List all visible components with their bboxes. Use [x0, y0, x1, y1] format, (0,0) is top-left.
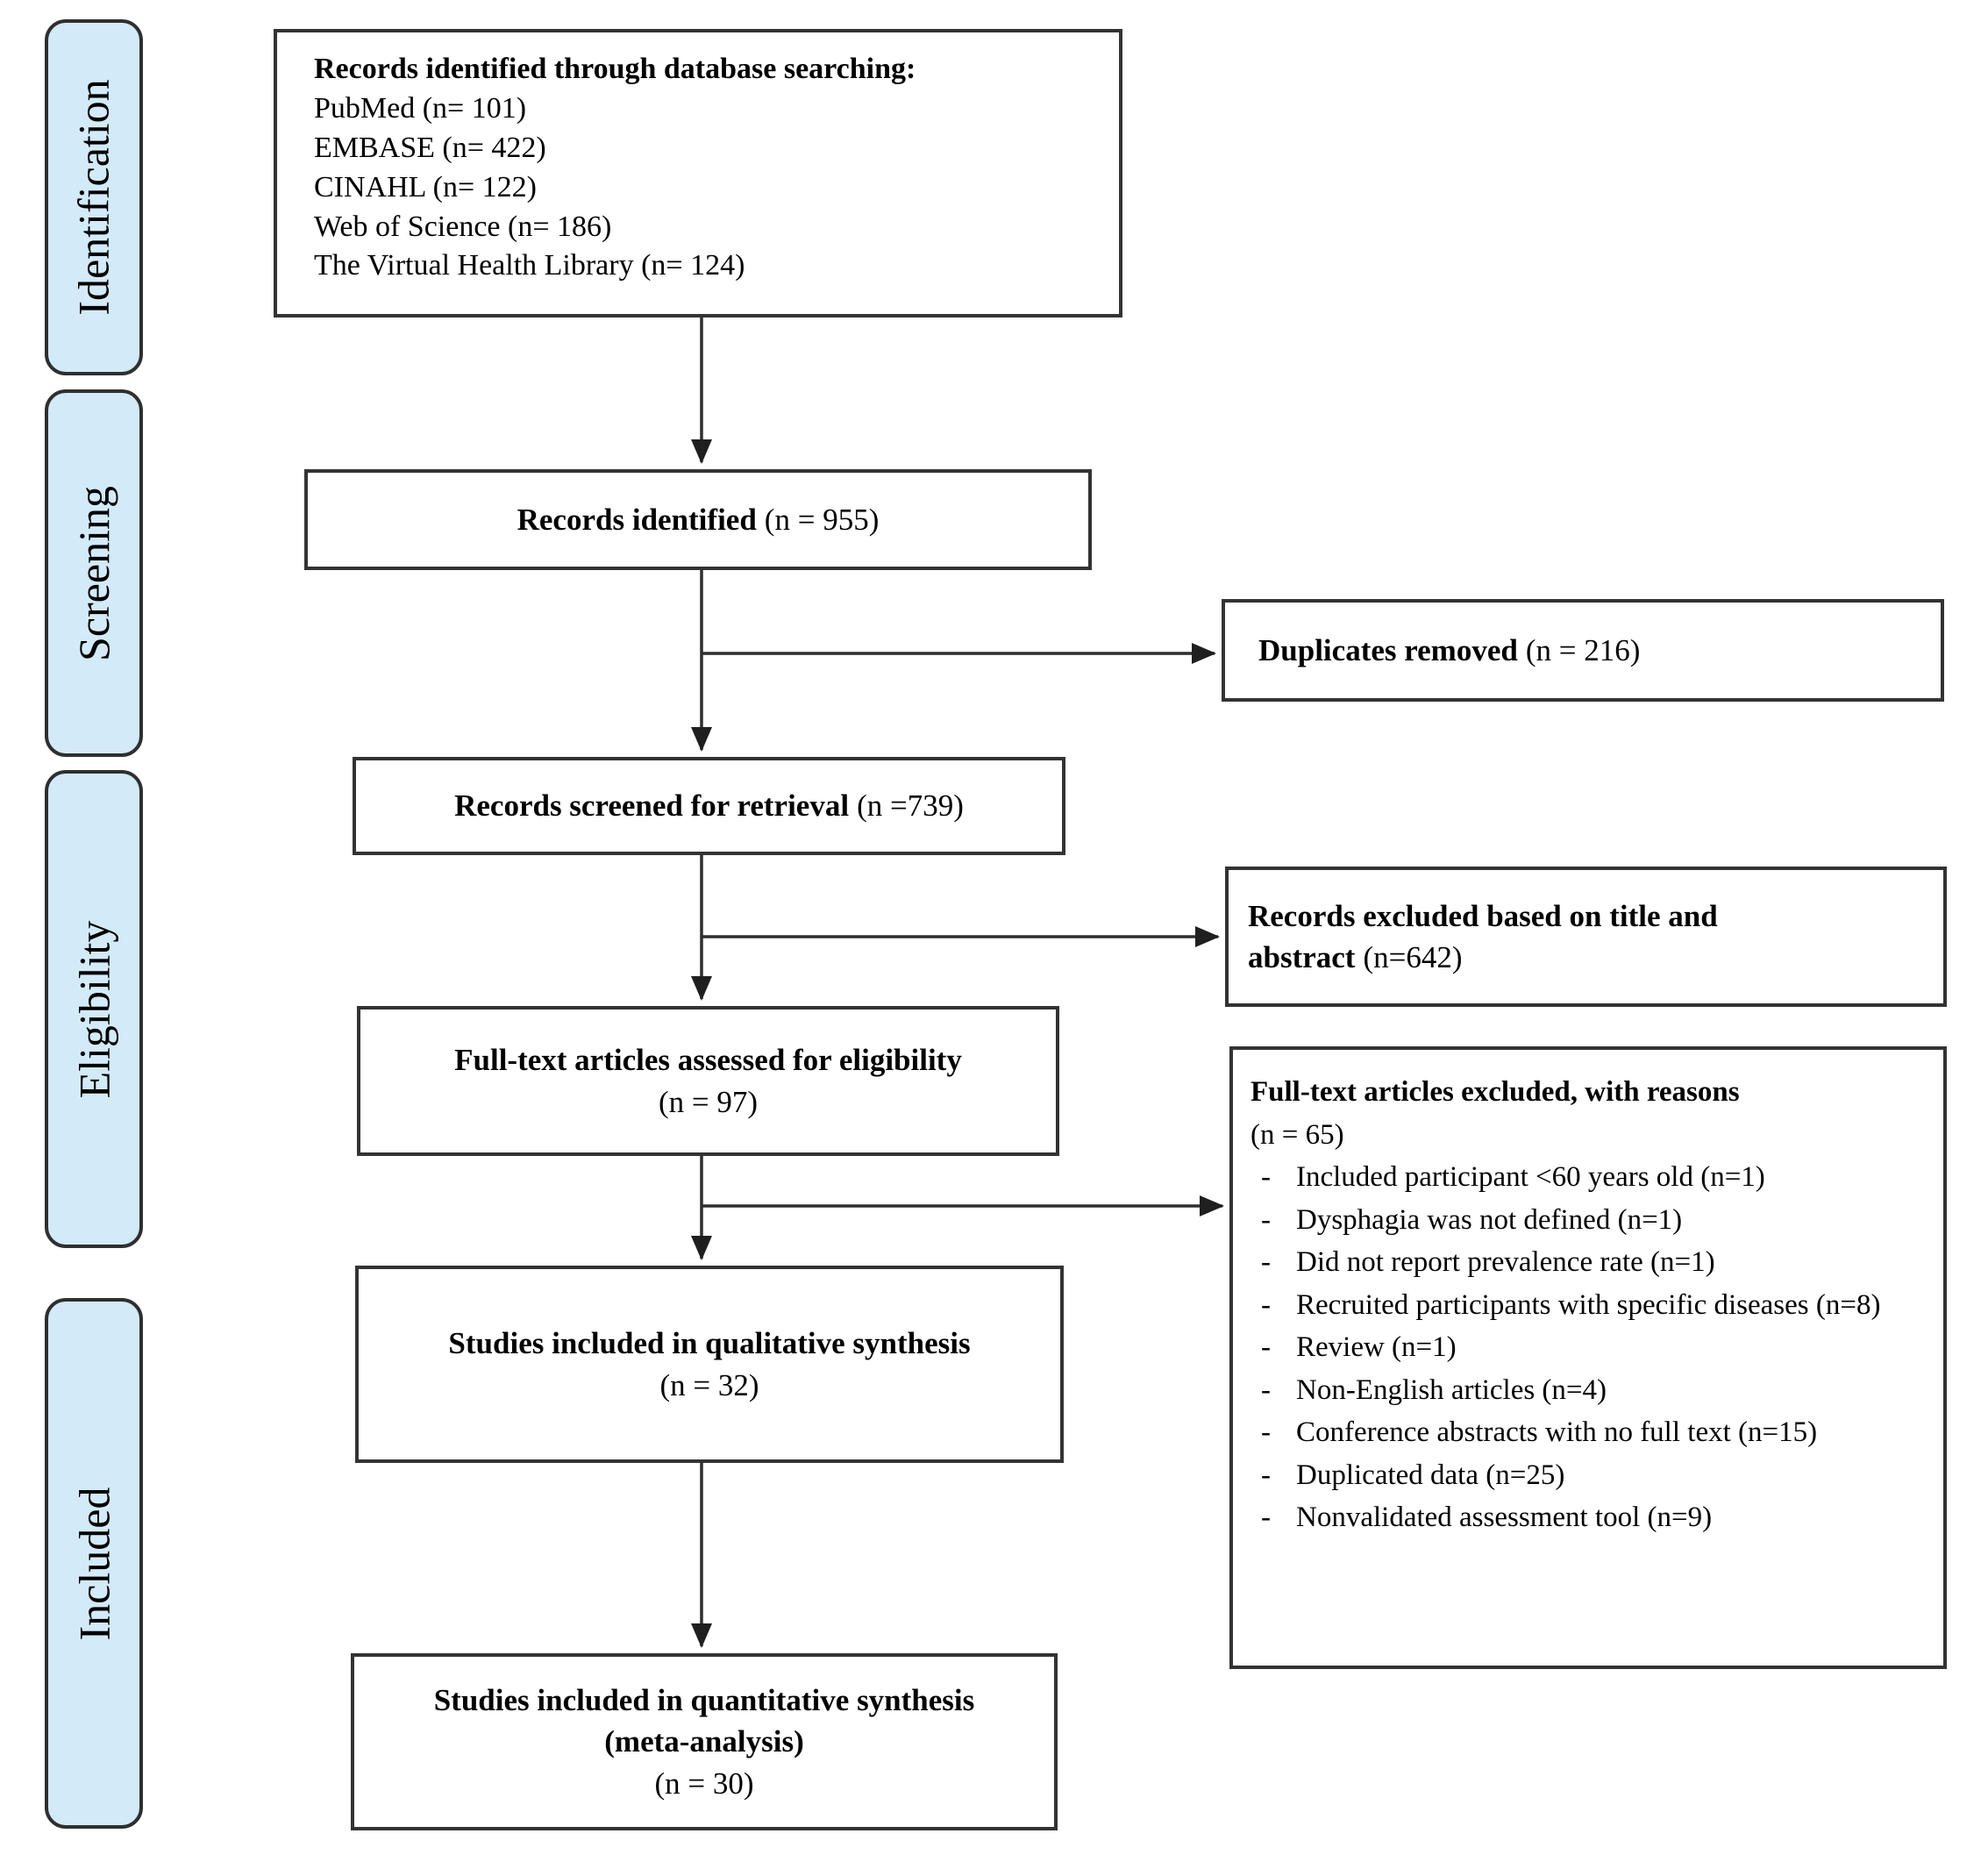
reason-text: Nonvalidated assessment tool (n=9): [1296, 1502, 1713, 1533]
stage-label: Screening: [69, 485, 118, 661]
box-label: Studies included in qualitative synthesi…: [448, 1326, 971, 1361]
box-label: Records screened for retrieval: [454, 788, 850, 824]
box-duplicates-removed: Duplicates removed(n = 216): [1222, 599, 1944, 702]
reason-text: Did not report prevalence rate (n=1): [1296, 1246, 1715, 1278]
box-qualitative-synthesis: Studies included in qualitative synthesi…: [355, 1266, 1064, 1463]
list-dash: -: [1261, 1459, 1271, 1491]
list-dash: -: [1261, 1246, 1271, 1278]
db-line: Web of Science (n= 186): [314, 210, 612, 243]
box-label: Duplicates removed: [1258, 632, 1518, 667]
db-line: EMBASE (n= 422): [314, 131, 546, 164]
db-line: The Virtual Health Library (n= 124): [314, 249, 745, 282]
box-count: (n = 97): [658, 1084, 759, 1119]
box-label: Records identified: [517, 502, 757, 537]
box-quantitative-synthesis: Studies included in quantitative synthes…: [351, 1653, 1058, 1830]
box-count: (n =739): [857, 788, 964, 824]
reason-text: Duplicated data (n=25): [1296, 1459, 1565, 1491]
stage-included: Included: [45, 1298, 143, 1829]
stage-label: Eligibility: [69, 920, 119, 1098]
reason-text: Recruited participants with specific dis…: [1296, 1288, 1881, 1321]
box-label: Records excluded based on title and abst…: [1248, 898, 1718, 974]
box-label: Full-text articles assessed for eligibil…: [454, 1043, 962, 1078]
box-count: (n = 32): [659, 1367, 759, 1402]
box-records-identified: Records identified(n = 955): [304, 469, 1092, 570]
list-dash: -: [1261, 1288, 1271, 1321]
box-fulltext-assessed: Full-text articles assessed for eligibil…: [357, 1006, 1059, 1156]
exclusion-reason: - Nonvalidated assessment tool (n=9): [1251, 1496, 1927, 1539]
list-dash: -: [1261, 1331, 1271, 1363]
db-line: CINAHL (n= 122): [314, 170, 537, 203]
box-label: Full-text articles excluded, with reason…: [1251, 1076, 1740, 1108]
exclusion-reason: - Did not report prevalence rate (n=1): [1251, 1241, 1927, 1284]
exclusion-reason: - Recruited participants with specific d…: [1251, 1284, 1927, 1327]
db-line: PubMed (n= 101): [314, 91, 527, 125]
exclusion-reason: - Included participant <60 years old (n=…: [1251, 1156, 1927, 1199]
list-dash: -: [1261, 1161, 1271, 1193]
list-dash: -: [1261, 1416, 1271, 1448]
list-dash: -: [1261, 1373, 1271, 1406]
box-count: (n = 216): [1525, 632, 1641, 667]
list-dash: -: [1261, 1502, 1271, 1533]
box-records-screened: Records screened for retrieval(n =739): [353, 757, 1065, 855]
stage-label: Included: [69, 1487, 118, 1640]
box-database-searching: Records identified through database sear…: [274, 29, 1122, 317]
reason-text: Non-English articles (n=4): [1296, 1373, 1607, 1406]
box-count: (n = 65): [1251, 1118, 1344, 1151]
exclusion-reason: - Non-English articles (n=4): [1251, 1369, 1927, 1412]
exclusion-reason: - Conference abstracts with no full text…: [1251, 1411, 1927, 1454]
stage-identification: Identification: [45, 19, 143, 375]
reason-text: Conference abstracts with no full text (…: [1296, 1416, 1818, 1448]
exclusion-reason: - Review (n=1): [1251, 1326, 1927, 1369]
box-count: (n = 955): [764, 502, 880, 537]
list-dash: -: [1261, 1203, 1271, 1236]
box-label: Studies included in quantitative synthes…: [433, 1683, 975, 1759]
stage-screening: Screening: [45, 389, 143, 757]
exclusion-reason: - Duplicated data (n=25): [1251, 1454, 1927, 1497]
exclusion-reason: - Dysphagia was not defined (n=1): [1251, 1199, 1927, 1242]
reason-text: Included participant <60 years old (n=1): [1296, 1161, 1765, 1193]
box-records-excluded: Records excluded based on title and abst…: [1225, 867, 1947, 1007]
reason-text: Dysphagia was not defined (n=1): [1296, 1203, 1683, 1236]
stage-eligibility: Eligibility: [45, 770, 143, 1248]
reason-text: Review (n=1): [1296, 1331, 1457, 1363]
box-fulltext-excluded: Full-text articles excluded, with reason…: [1229, 1046, 1947, 1669]
stage-label: Identification: [69, 79, 118, 316]
box-title: Records identified through database sear…: [314, 53, 916, 85]
box-count: (n = 30): [654, 1766, 754, 1801]
box-count: (n=642): [1363, 940, 1463, 974]
